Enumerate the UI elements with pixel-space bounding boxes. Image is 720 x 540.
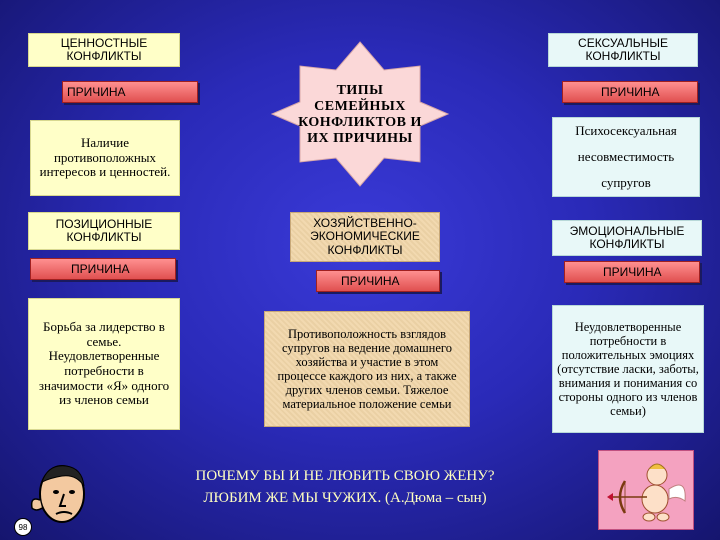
values-conflicts-title-text: ЦЕННОСТНЫЕ КОНФЛИКТЫ [60,35,148,63]
emotional-conflicts-title: ЭМОЦИОНАЛЬНЫЕ КОНФЛИКТЫ [552,220,702,256]
sexual-cause-tag: ПРИЧИНА [562,81,698,103]
values-cause-text: Наличие противоположных интересов и ценн… [39,135,171,180]
cupid-drawing [607,463,686,522]
sexual-conflicts-title: СЕКСУАЛЬНЫЕ КОНФЛИКТЫ [548,33,698,67]
emotional-cause-box: Неудовлетворенные потребности в положите… [552,305,704,433]
economic-cause-box: Противоположность взглядов супругов на в… [264,311,470,427]
positional-cause-tag: ПРИЧИНА [30,258,176,280]
sexual-cause-tag-text: ПРИЧИНА [601,85,660,99]
economic-conflicts-title: ХОЗЯЙСТВЕННО-ЭКОНОМИЧЕСКИЕ КОНФЛИКТЫ [290,212,440,262]
positional-cause-tag-text: ПРИЧИНА [71,262,130,276]
economic-conflicts-title-text: ХОЗЯЙСТВЕННО-ЭКОНОМИЧЕСКИЕ КОНФЛИКТЫ [310,215,420,257]
positional-conflicts-title-text: ПОЗИЦИОННЫЕ КОНФЛИКТЫ [55,216,153,244]
values-cause-box: Наличие противоположных интересов и ценн… [30,120,180,196]
values-cause-tag: ПРИЧИНА [62,81,198,103]
values-conflicts-title: ЦЕННОСТНЫЕ КОНФЛИКТЫ [28,33,180,67]
emotional-cause-tag: ПРИЧИНА [564,261,700,283]
sexual-cause-box: Психосексуальная несовместимость супруго… [552,117,700,197]
cupid-icon [598,450,694,530]
positional-cause-box: Борьба за лидерство в семье. Неудовлетво… [28,298,180,430]
emotional-conflicts-title-text: ЭМОЦИОНАЛЬНЫЕ КОНФЛИКТЫ [569,223,685,251]
center-star-shape [270,41,450,187]
emotional-cause-tag-text: ПРИЧИНА [603,265,662,279]
page-number: 98 [14,518,32,536]
values-cause-tag-text: ПРИЧИНА [67,85,126,99]
quote-line-1: ПОЧЕМУ БЫ И НЕ ЛЮБИТЬ СВОЮ ЖЕНУ? [195,468,495,484]
center-star [270,41,450,187]
sexual-cause-line1: Психосексуальная [575,122,677,138]
sexual-cause-line3: супругов [601,174,651,190]
economic-cause-text: Противоположность взглядов супругов на в… [277,327,457,411]
positional-cause-text: Борьба за лидерство в семье. Неудовлетво… [38,319,170,408]
economic-cause-tag-text: ПРИЧИНА [341,274,400,288]
center-title: ТИПЫ СЕМЕЙНЫХ КОНФЛИКТОВ И ИХ ПРИЧИНЫ [290,76,430,154]
center-title-text: ТИПЫ СЕМЕЙНЫХ КОНФЛИКТОВ И ИХ ПРИЧИНЫ [298,82,422,147]
economic-cause-tag: ПРИЧИНА [316,270,440,292]
page-number-text: 98 [18,522,28,532]
positional-conflicts-title: ПОЗИЦИОННЫЕ КОНФЛИКТЫ [28,212,180,250]
sexual-conflicts-title-text: СЕКСУАЛЬНЫЕ КОНФЛИКТЫ [578,35,668,63]
man-face-icon [30,465,85,523]
emotional-cause-text: Неудовлетворенные потребности в положите… [557,320,699,418]
footer-quote: ПОЧЕМУ БЫ И НЕ ЛЮБИТЬ СВОЮ ЖЕНУ? ЛЮБИМ Ж… [120,466,570,510]
quote-line-2: ЛЮБИМ ЖЕ МЫ ЧУЖИХ. (А.Дюма – сын) [203,489,487,506]
sexual-cause-line2: несовместимость [577,148,675,164]
